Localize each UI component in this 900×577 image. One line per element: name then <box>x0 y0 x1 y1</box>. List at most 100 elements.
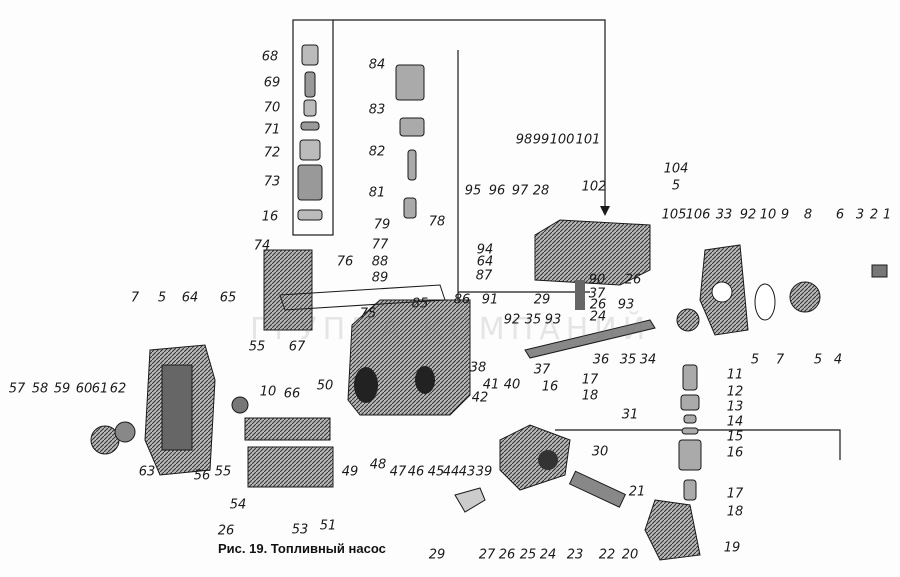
port-hole <box>538 450 558 470</box>
part-label-39: 39 <box>475 464 493 480</box>
part-label-78: 78 <box>428 214 446 230</box>
part-label-7: 7 <box>130 290 140 306</box>
part-label-90: 90 <box>588 272 606 288</box>
part-label-43: 43 <box>458 464 476 480</box>
part-label-101: 101 <box>575 132 601 148</box>
part-label-96: 96 <box>488 183 506 199</box>
plunger-spring <box>575 280 585 310</box>
housing-bore <box>415 366 435 394</box>
part-label-26: 26 <box>589 297 607 313</box>
part-label-22: 22 <box>598 547 616 563</box>
part-label-46: 46 <box>407 464 425 480</box>
part-label-94: 94 <box>476 242 494 258</box>
part-label-84: 84 <box>368 57 386 73</box>
part-label-100: 100 <box>549 132 575 148</box>
valve-part <box>399 117 425 137</box>
part-label-13: 13 <box>726 399 744 415</box>
part-label-59: 59 <box>53 381 71 397</box>
part-label-77: 77 <box>371 237 389 253</box>
bearing-10 <box>231 396 249 414</box>
part-label-35: 35 <box>619 352 637 368</box>
part-label-15: 15 <box>726 429 744 445</box>
plunger-part <box>301 44 319 66</box>
part-label-26: 26 <box>624 272 642 288</box>
frame-line <box>333 19 606 212</box>
part-label-37: 37 <box>533 362 551 378</box>
part-label-82: 82 <box>368 144 386 160</box>
part-label-105: 105 <box>661 207 687 223</box>
gasket-76 <box>279 284 446 311</box>
part-label-86: 86 <box>453 292 471 308</box>
part-label-85: 85 <box>411 296 429 312</box>
part-label-57: 57 <box>8 381 26 397</box>
part-label-17: 17 <box>581 372 599 388</box>
valve-part <box>407 149 417 181</box>
governor-window <box>161 364 193 451</box>
part-label-1: 1 <box>882 207 892 223</box>
part-label-88: 88 <box>371 254 389 270</box>
part-label-48: 48 <box>369 457 387 473</box>
part-label-63: 63 <box>138 464 156 480</box>
part-label-79: 79 <box>373 217 391 233</box>
pump-stack-part <box>681 427 699 435</box>
bolt-1 <box>871 264 888 278</box>
part-label-14: 14 <box>726 414 744 430</box>
pump-stack-part <box>678 439 702 471</box>
plug-29 <box>454 487 486 513</box>
part-label-72: 72 <box>263 145 281 161</box>
priming-pump-body-30 <box>499 424 571 491</box>
part-label-97: 97 <box>511 183 529 199</box>
part-label-23: 23 <box>566 547 584 563</box>
part-label-74: 74 <box>253 238 271 254</box>
part-label-30: 30 <box>591 444 609 460</box>
part-label-5: 5 <box>157 290 167 306</box>
part-label-11: 11 <box>726 367 744 383</box>
part-label-58: 58 <box>31 381 49 397</box>
plunger-part <box>300 121 320 131</box>
part-label-3: 3 <box>855 207 865 223</box>
valve-part <box>395 64 425 101</box>
part-label-17: 17 <box>726 486 744 502</box>
part-label-98: 98 <box>515 132 533 148</box>
part-label-89: 89 <box>371 270 389 286</box>
part-label-19: 19 <box>723 540 741 556</box>
part-label-7: 7 <box>775 352 785 368</box>
part-label-20: 20 <box>621 547 639 563</box>
gear-62 <box>114 421 136 443</box>
part-label-49: 49 <box>341 464 359 480</box>
part-label-34: 34 <box>639 352 657 368</box>
part-label-18: 18 <box>581 388 599 404</box>
part-label-60: 60 <box>75 381 93 397</box>
washer-8 <box>754 283 776 321</box>
pump-stack-part <box>680 394 700 411</box>
part-label-92: 92 <box>739 207 757 223</box>
part-label-50: 50 <box>316 378 334 394</box>
part-label-8: 8 <box>803 207 813 223</box>
plunger-part <box>303 99 317 117</box>
part-label-26: 26 <box>217 523 235 539</box>
part-label-102: 102 <box>581 179 607 195</box>
cover-54 <box>247 446 334 488</box>
part-label-29: 29 <box>533 292 551 308</box>
part-label-16: 16 <box>541 379 559 395</box>
part-label-67: 67 <box>288 339 306 355</box>
part-label-6: 6 <box>835 207 845 223</box>
part-label-45: 45 <box>427 464 445 480</box>
part-label-65: 65 <box>219 290 237 306</box>
part-label-104: 104 <box>663 161 689 177</box>
part-label-95: 95 <box>464 183 482 199</box>
pump-stack-part <box>683 414 697 424</box>
part-label-18: 18 <box>726 504 744 520</box>
part-label-62: 62 <box>109 381 127 397</box>
gear-33 <box>676 308 700 332</box>
part-label-29: 29 <box>428 547 446 563</box>
plunger-part <box>304 71 316 98</box>
part-label-28: 28 <box>532 183 550 199</box>
part-label-83: 83 <box>368 102 386 118</box>
part-label-51: 51 <box>319 518 337 534</box>
part-label-87: 87 <box>475 268 493 284</box>
part-label-42: 42 <box>471 390 489 406</box>
plunger-part <box>299 139 321 161</box>
